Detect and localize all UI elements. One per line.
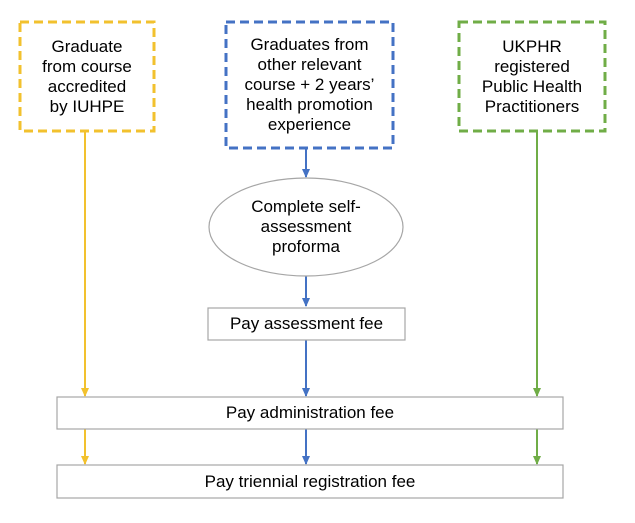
label-line: Practitioners (484, 96, 580, 116)
iuhpe-graduate-box (18, 20, 156, 133)
registration-fee-label: Pay triennial registration fee (57, 465, 563, 498)
ukphr-practitioners-box (457, 20, 607, 133)
label-line: accredited (47, 76, 127, 96)
administration-fee-box (56, 396, 564, 430)
label-line: assessment (260, 217, 352, 236)
assessment-fee-label: Pay assessment fee (208, 308, 405, 340)
other-course-graduate-box (224, 20, 395, 150)
label-line: by IUHPE (49, 96, 125, 116)
label-line: course + 2 years’ (244, 75, 375, 94)
label-line: other relevant (257, 55, 362, 74)
registration-fee-box (56, 464, 564, 499)
label-line: experience (267, 115, 352, 134)
label-line: UKPHR (502, 36, 562, 56)
label-line: Pay triennial registration fee (204, 471, 416, 491)
label-line: Complete self- (251, 197, 361, 216)
label-line: from course (42, 56, 132, 76)
label-line: Graduates from (250, 35, 369, 54)
label-line: health promotion (246, 95, 373, 114)
administration-fee-label: Pay administration fee (57, 397, 563, 429)
label-line: Pay administration fee (225, 403, 395, 422)
label-line: Pay assessment fee (229, 314, 384, 333)
assessment-fee-box (207, 307, 406, 341)
label-line: Public Health (481, 76, 583, 96)
label-line: Graduate (51, 36, 123, 56)
self-assessment-ellipse (208, 177, 404, 277)
label-line: registered (494, 56, 570, 76)
label-line: proforma (271, 237, 341, 256)
